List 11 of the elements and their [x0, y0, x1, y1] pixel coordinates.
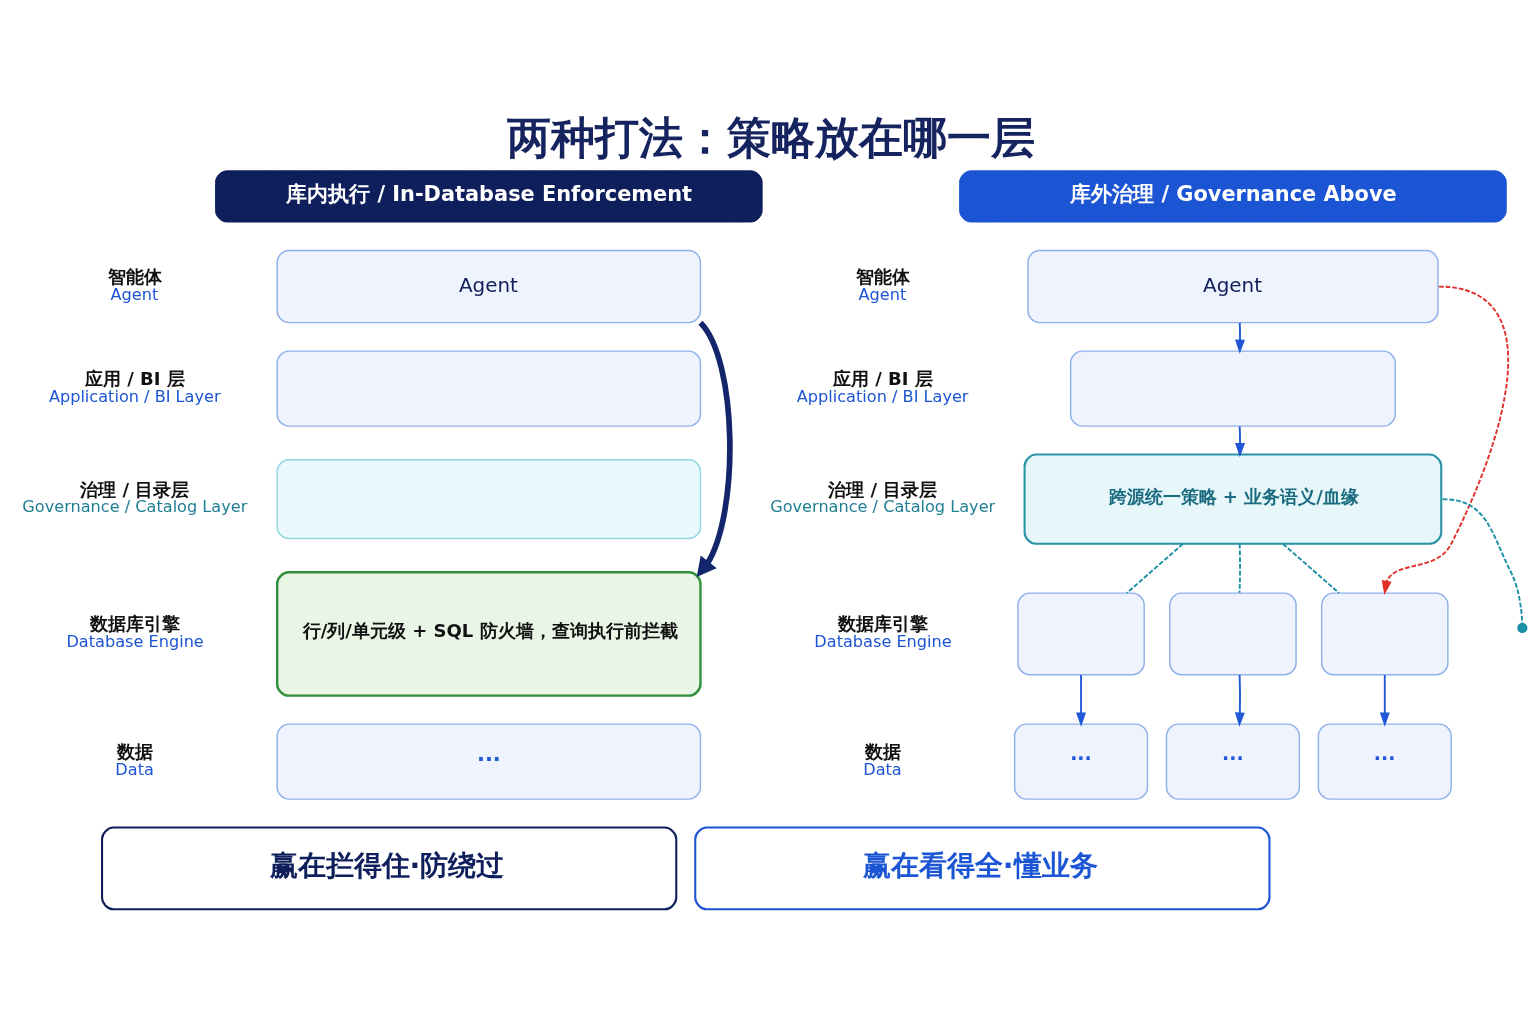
label: 治理 / 目录层	[80, 478, 190, 500]
label: 治理 / 目录层	[828, 478, 938, 500]
label: 数据库引擎	[838, 613, 929, 635]
label: 数据	[116, 741, 153, 763]
label: 数据库引擎	[90, 613, 181, 635]
label: 应用 / BI 层	[84, 368, 185, 390]
label: 应用 / BI 层	[832, 368, 933, 390]
label: 数据	[864, 741, 901, 763]
label: 智能体	[107, 265, 162, 287]
label: 智能体	[855, 265, 910, 287]
diagram-title: 两种打法：策略放在哪一层	[506, 111, 1035, 163]
